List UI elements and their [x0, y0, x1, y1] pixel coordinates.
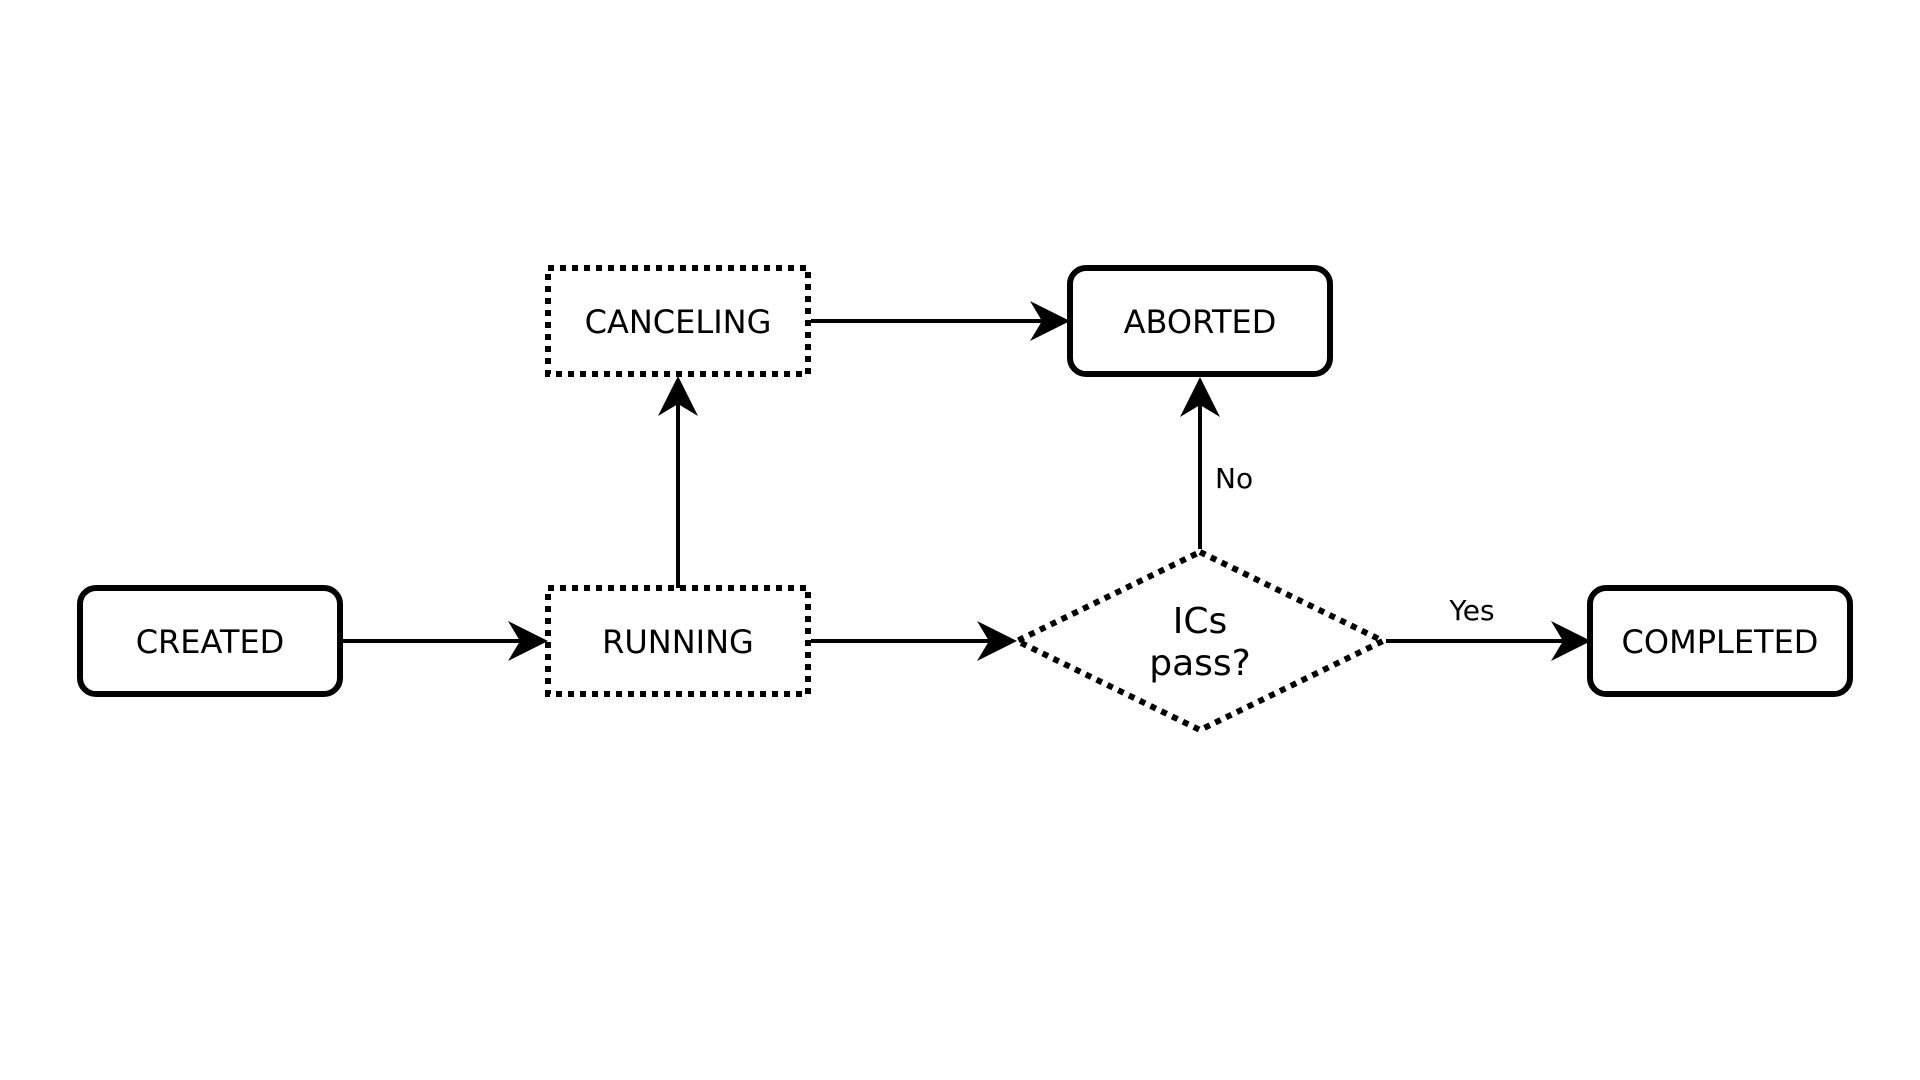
node-aborted: ABORTED [1067, 265, 1333, 377]
node-running-label: RUNNING [602, 623, 754, 661]
node-created-label: CREATED [136, 623, 285, 661]
node-decision-label-line2: pass? [1149, 643, 1251, 684]
node-aborted-label: ABORTED [1124, 303, 1277, 341]
edge-label-yes: Yes [1448, 594, 1494, 627]
edge-label-no: No [1215, 462, 1253, 495]
node-canceling-label: CANCELING [585, 303, 772, 341]
node-completed-label: COMPLETED [1622, 623, 1819, 661]
node-decision: ICs pass? [1010, 548, 1390, 734]
node-canceling: CANCELING [545, 265, 811, 377]
node-completed: COMPLETED [1587, 585, 1853, 697]
node-decision-label-line1: ICs [1173, 601, 1228, 642]
node-created: CREATED [77, 585, 343, 697]
node-running: RUNNING [545, 585, 811, 697]
